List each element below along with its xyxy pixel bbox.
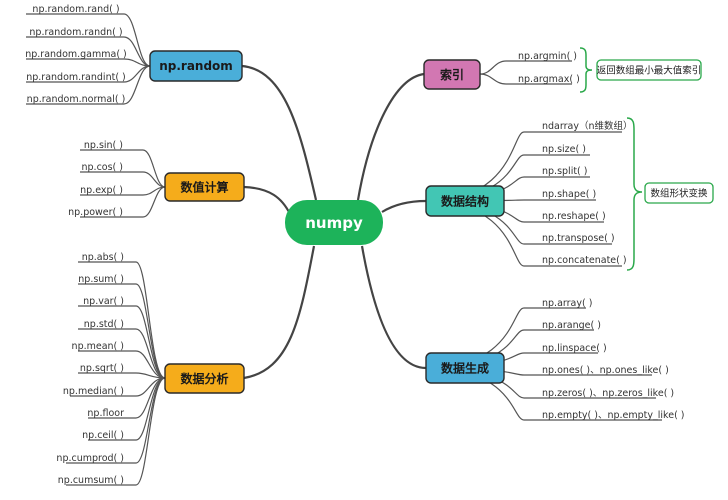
analysis-branches <box>66 261 166 486</box>
generate-item: np.array( ) <box>542 298 592 309</box>
index-item: np.argmax( ) <box>518 74 580 85</box>
generate-item: np.empty( )、np.empty_like( ) <box>542 410 685 421</box>
connector-index <box>356 72 425 201</box>
generate-topic-box <box>425 352 505 384</box>
random-topic-label: np.random <box>159 59 233 73</box>
structure-item: np.transpose( ) <box>542 233 615 244</box>
structure-topic-box <box>425 185 505 217</box>
random-item: np.random.normal( ) <box>27 94 126 105</box>
analysis-item: np.var( ) <box>83 296 124 307</box>
analysis-item: np.cumsum( ) <box>58 475 124 486</box>
analysis-item: np.sum( ) <box>78 274 124 285</box>
compute-topic-box <box>164 172 245 202</box>
generate-group: np.array( ) np.arange( ) np.linspace( ) … <box>425 298 685 421</box>
index-item: np.argmin( ) <box>518 51 577 62</box>
compute-item: np.power( ) <box>68 207 123 218</box>
compute-group: np.sin( ) np.cos( ) np.exp( ) np.power( … <box>68 140 245 218</box>
connector-generate <box>360 245 427 370</box>
generate-item: np.linspace( ) <box>542 343 607 354</box>
generate-item: np.zeros( )、np.zeros_like( ) <box>542 388 674 399</box>
connector-structure <box>381 199 427 213</box>
connector-compute <box>243 185 291 215</box>
generate-item: np.arange( ) <box>542 320 601 331</box>
analysis-topic-label: 数据分析 <box>180 371 228 386</box>
structure-note: 数组形状变换 <box>650 188 708 200</box>
center-label: numpy <box>305 214 363 232</box>
compute-item: np.exp( ) <box>80 185 123 196</box>
structure-item: np.size( ) <box>542 144 586 155</box>
index-topic-label: 索引 <box>440 67 464 82</box>
generate-topic-label: 数据生成 <box>441 361 489 376</box>
main-connectors <box>241 64 427 380</box>
connector-analysis <box>243 245 316 380</box>
analysis-item: np.median( ) <box>63 386 124 397</box>
generate-item: np.ones( )、np.ones_like( ) <box>542 365 669 376</box>
random-branches <box>26 13 151 105</box>
structure-note-box <box>644 182 714 204</box>
compute-topic-label: 数值计算 <box>180 180 228 195</box>
random-item: np.random.randn( ) <box>29 27 122 38</box>
structure-bracket <box>626 117 643 271</box>
structure-group: ndarray（n维数组） np.size( ) np.split( ) np.… <box>425 117 714 271</box>
index-topic-box <box>423 59 481 90</box>
structure-item: np.split( ) <box>542 166 588 177</box>
analysis-item: np.abs( ) <box>82 252 124 263</box>
analysis-topic-box <box>164 363 245 394</box>
random-topic-box <box>149 50 243 82</box>
compute-item: np.sin( ) <box>84 140 123 151</box>
index-note-box <box>596 59 702 81</box>
analysis-group: np.abs( ) np.sum( ) np.var( ) np.std( ) … <box>56 252 245 486</box>
structure-item: np.reshape( ) <box>542 211 606 222</box>
random-item: np.random.rand( ) <box>32 4 119 15</box>
analysis-item: np.ceil( ) <box>82 430 124 441</box>
compute-item: np.cos( ) <box>82 162 124 173</box>
random-item: np.random.gamma( ) <box>25 49 127 60</box>
analysis-item: np.cumprod( ) <box>56 453 124 464</box>
analysis-item: np.floor <box>87 408 124 419</box>
index-bracket <box>579 47 593 93</box>
random-group: np.random.rand( ) np.random.randn( ) np.… <box>25 4 243 105</box>
structure-item: np.concatenate( ) <box>542 255 627 266</box>
center-node <box>285 200 383 245</box>
random-item: np.random.randint( ) <box>26 72 126 83</box>
index-note: 返回数组最小最大值索引 <box>597 65 702 77</box>
structure-item: np.shape( ) <box>542 189 596 200</box>
connector-random <box>241 64 318 201</box>
compute-branches <box>80 149 166 218</box>
index-group: np.argmin( ) np.argmax( ) 索引 返回数组最小最大值索引 <box>423 47 702 93</box>
index-branches <box>479 60 572 85</box>
structure-item: ndarray（n维数组） <box>542 120 632 132</box>
analysis-item: np.mean( ) <box>72 341 124 352</box>
analysis-item: np.sqrt( ) <box>80 363 124 374</box>
structure-topic-label: 数据结构 <box>441 194 489 209</box>
analysis-item: np.std( ) <box>84 319 124 330</box>
